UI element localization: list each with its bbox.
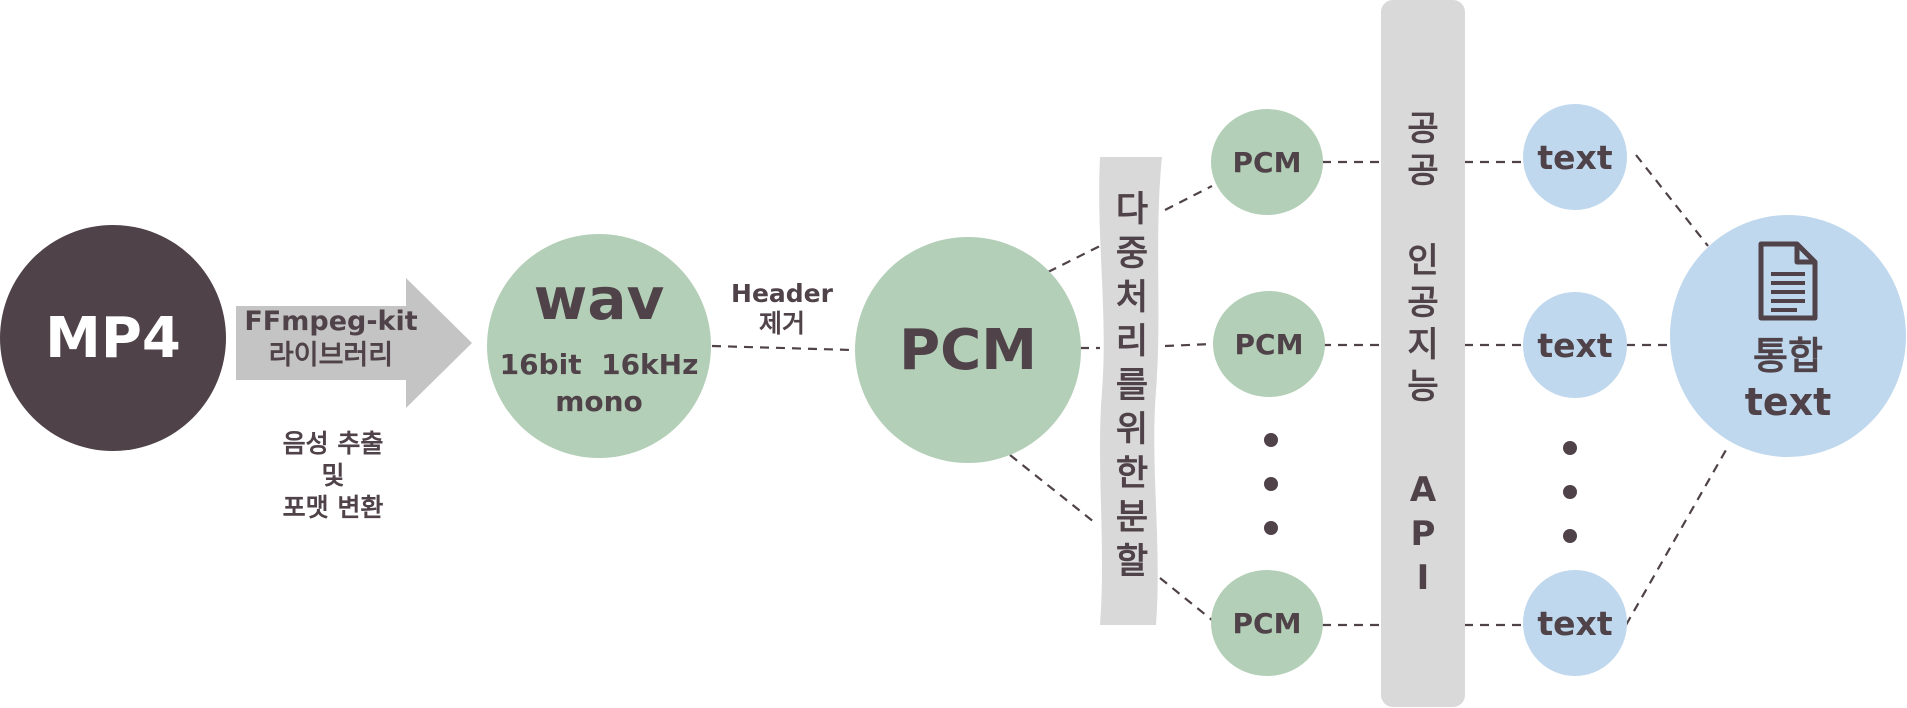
merged-text-node: 통합 text (1670, 215, 1906, 457)
pcm-ellipsis-dot (1264, 433, 1278, 447)
merged-text-line1: 통합 (1753, 334, 1823, 378)
wav-spec-line2: mono (555, 385, 643, 418)
split-banner-char: 중 (1115, 234, 1149, 274)
pcm-chunk-1-label: PCM (1232, 145, 1302, 179)
text-ellipsis-dot (1563, 441, 1577, 455)
split-banner-char: 할 (1115, 542, 1149, 582)
split-banner-char: 리 (1115, 322, 1149, 362)
split-banner-char: 처 (1115, 278, 1149, 318)
text-ellipsis-dot (1563, 485, 1577, 499)
pcm-chunk-2: PCM (1213, 291, 1325, 397)
split-banner-char: 다 (1115, 190, 1149, 230)
text-chunk-1-label: text (1537, 137, 1613, 177)
wav-title: wav (533, 265, 665, 333)
extraction-caption-line1: 음성 추출 (282, 429, 384, 458)
header-removal-label: Header 제거 (722, 279, 842, 339)
arrow-label-line1: FFmpeg-kit (244, 306, 418, 337)
split-banner-char: 한 (1115, 454, 1149, 494)
banner-to-chunk3-line (1159, 577, 1213, 621)
extraction-caption: 음성 추출 및 포맷 변환 (258, 428, 408, 524)
banner-to-chunk2-line (1164, 342, 1213, 348)
ai-api-label-char: 지 (1407, 325, 1439, 365)
header-removal-line1: Header (731, 279, 833, 308)
extraction-caption-line3: 포맷 변환 (282, 493, 384, 522)
ai-api-label-char: 공 (1407, 283, 1439, 323)
pcm-to-banner-bottom-line (1009, 454, 1095, 523)
ai-api-label-char: I (1416, 558, 1430, 598)
pcm-to-banner-top-line (1047, 245, 1101, 273)
split-banner-char: 를 (1115, 366, 1149, 406)
split-banner-shape (1099, 157, 1162, 625)
wav-spec-line1: 16bit 16kHz (499, 348, 699, 381)
pcm-chunk-1: PCM (1211, 109, 1323, 215)
text-chunk-1: text (1523, 104, 1627, 210)
split-banner-char: 분 (1115, 498, 1149, 538)
extraction-caption-line2: 및 (321, 461, 345, 490)
ai-api-label-char: 인 (1407, 241, 1439, 281)
wav-to-pcm-line (711, 344, 853, 352)
text-chunk-3: text (1523, 570, 1627, 676)
text-chunk-3-label: text (1537, 603, 1613, 643)
ai-api-label-char: P (1410, 514, 1436, 554)
pcm-chunk-3-label: PCM (1232, 606, 1302, 640)
mp4-label: MP4 (45, 305, 181, 371)
wav-node: wav 16bit 16kHz mono (487, 234, 711, 458)
banner-to-chunk1-line (1164, 185, 1213, 211)
header-removal-line2: 제거 (758, 309, 805, 338)
conversion-arrow (236, 278, 472, 408)
pcm-chunk-2-label: PCM (1234, 327, 1304, 361)
pcm-main-label: PCM (899, 317, 1037, 383)
pcm-ellipsis-dot (1264, 477, 1278, 491)
text3-to-result-line (1625, 449, 1727, 626)
text1-to-result-line (1635, 154, 1709, 247)
text-chunk-2-label: text (1537, 325, 1613, 365)
pcm-chunk-3: PCM (1211, 570, 1323, 676)
merged-text-line2: text (1744, 380, 1832, 424)
ai-api-label-char: 공 (1407, 109, 1439, 149)
document-icon (1758, 241, 1818, 321)
split-banner-char: 위 (1115, 410, 1149, 450)
ai-api-label-char: 공 (1407, 151, 1439, 191)
pcm-main-node: PCM (855, 237, 1081, 463)
mp4-node: MP4 (0, 225, 226, 451)
ai-api-label-char: 능 (1407, 367, 1439, 407)
pcm-ellipsis-dot (1264, 521, 1278, 535)
text-ellipsis-dot (1563, 529, 1577, 543)
ai-api-label-char: A (1409, 470, 1437, 510)
text-chunk-2: text (1523, 292, 1627, 398)
ai-api-bar (1381, 0, 1465, 707)
arrow-label: FFmpeg-kit 라이브러리 (236, 305, 426, 373)
arrow-label-line2: 라이브러리 (268, 340, 394, 371)
